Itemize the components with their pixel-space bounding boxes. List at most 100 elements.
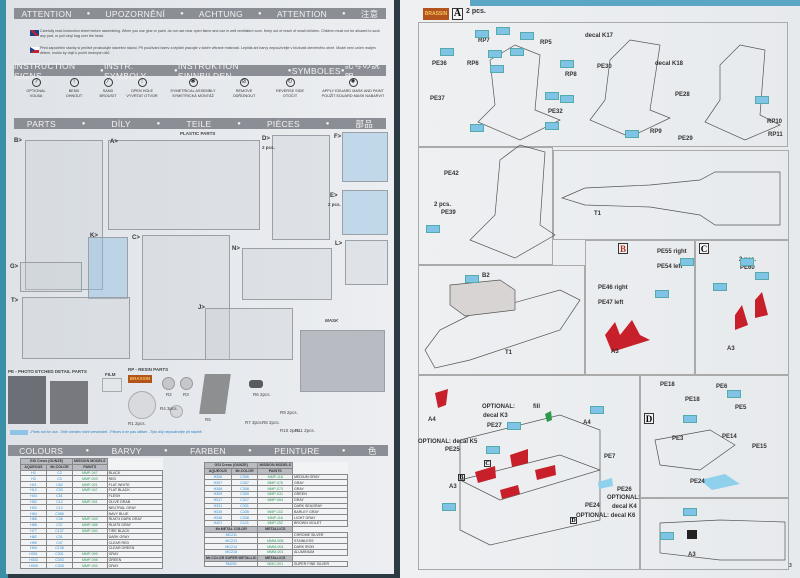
- resin-part-label: R9 2pcs.: [280, 410, 298, 415]
- bar-text: PEINTURE: [274, 445, 320, 456]
- paint-colour-chip: [490, 65, 504, 73]
- colour-cell-nm: GRAY: [106, 562, 163, 570]
- sign-icon: ⁄: [103, 78, 113, 87]
- colour-cell-mm: MMC-001: [257, 560, 294, 568]
- film-part: [102, 378, 122, 392]
- part-callout: PE47 left: [598, 300, 624, 306]
- resin-wheel-r3: [180, 377, 193, 390]
- instruction-signs-header-bar: INSTRUCTION SIGNS● INSTR. SYMBOLY● INSTR…: [14, 60, 386, 82]
- sprue-label-f: F>: [334, 134, 342, 140]
- part-callout: PE25: [445, 447, 460, 453]
- table-header-cell: METALLICS: [257, 554, 294, 562]
- table-header-cell: Mr.METAL COLOR: [203, 525, 259, 533]
- part-callout: decal K17: [585, 33, 614, 39]
- attention-header-bar: ATTENTION● UPOZORNĚNÍ● ACHTUNG● ATTENTIO…: [14, 8, 386, 19]
- part-callout: RP7: [478, 38, 490, 44]
- part-callout: A3: [611, 349, 619, 355]
- bar-text: COLOURS: [19, 445, 64, 456]
- part-callout: RP6: [467, 61, 479, 67]
- colour-cell-wide: SM201: [203, 560, 259, 568]
- sprue-n: [242, 248, 332, 300]
- part-callout: PE55 right: [657, 249, 687, 255]
- not-for-use-text: -Parts not for use. -Teile werden nicht …: [30, 430, 203, 434]
- ref-marker-b: B: [458, 474, 465, 481]
- sprue-t: [22, 297, 130, 359]
- part-callout: RP8: [565, 72, 577, 78]
- sprue-e: [342, 190, 388, 235]
- colours-header-bar: COLOURS● BARVY● FARBEN● PEINTURE● 色: [8, 445, 388, 456]
- sign-label-cz: OHNOUT: [65, 93, 83, 98]
- sprue-g: [20, 262, 82, 292]
- paint-colour-chip: [496, 27, 510, 35]
- table-header-cell: Mr.COLOR SUPER METALLIC: [203, 554, 259, 562]
- part-callout: fill: [533, 404, 540, 410]
- brassin-logo: BRASSIN: [128, 375, 152, 383]
- step-a-qty: 2 pcs.: [466, 8, 486, 15]
- sign-label: OPEN HOLE: [130, 89, 154, 93]
- bar-text: 注意: [360, 8, 379, 19]
- bar-text: PIÈCES: [266, 118, 300, 129]
- sign-icon: ↻: [285, 78, 295, 87]
- parts-header-bar: PARTS● DÍLY● TEILE● PIÈCES● 部品: [14, 118, 386, 129]
- part-callout: OPTIONAL:: [482, 404, 515, 410]
- sign-icon: ↑: [69, 78, 79, 87]
- part-callout: PE46 right: [598, 285, 628, 291]
- paint-colour-chip: [520, 32, 534, 40]
- part-callout: PE60: [740, 265, 755, 271]
- part-callout: RP10: [767, 119, 783, 125]
- step-d-marker: D: [644, 413, 654, 424]
- paint-colour-chip: [507, 422, 521, 430]
- colour-cell-aq: H305: [20, 562, 47, 570]
- bar-text: INSTR. SYMBOLY: [103, 60, 147, 81]
- part-callout: A3: [727, 346, 735, 352]
- bar-text: BARVY: [111, 445, 142, 456]
- paint-colour-chip: [486, 446, 500, 454]
- sign-icon: ✱: [188, 78, 198, 87]
- sprue-label-b: B>: [14, 138, 22, 144]
- sign-icon: ✹: [348, 78, 358, 87]
- part-callout: A3: [449, 484, 457, 490]
- resin-part-label: R6 2pcs.: [253, 392, 271, 397]
- colour-cell-mr: C37: [46, 521, 73, 529]
- paint-colour-chip: [470, 124, 484, 132]
- part-callout: PE15: [752, 444, 767, 450]
- part-callout: PE6: [716, 384, 728, 390]
- part-callout: OPTIONAL:: [607, 495, 640, 501]
- step-b-frame: [585, 240, 695, 375]
- resin-part-label: R7 3pcs.: [245, 420, 263, 425]
- background-edge: [0, 0, 8, 578]
- panel-frame: [640, 498, 789, 570]
- colour-cell-nm: SUPER FINE SILVER: [292, 560, 349, 568]
- sign-icon: ?: [31, 78, 41, 87]
- page-number: 3: [789, 563, 792, 569]
- film-label: FILM: [105, 372, 116, 377]
- paint-colour-chip: [465, 275, 479, 283]
- colour-cell-nm: RLM74 DARK GRAY: [106, 515, 163, 523]
- sprue-label-n: N>: [232, 246, 240, 252]
- sign-label: SAND: [102, 89, 114, 93]
- colour-cell-mr: C338: [230, 514, 259, 521]
- uk-flag-icon: [30, 30, 39, 36]
- bar-text: UPOZORNĚNÍ: [105, 8, 166, 19]
- part-callout: PE18: [660, 382, 675, 388]
- part-callout: PE36: [432, 61, 447, 67]
- paint-colour-chip: [660, 532, 674, 540]
- sprue-l: [345, 240, 388, 285]
- resin-part-label: R5: [205, 417, 211, 422]
- paint-colour-chip: [510, 48, 524, 56]
- sprue-d-qty: 2 pcs.: [262, 145, 275, 150]
- colour-cell-nm: CLEAR GREEN: [106, 544, 163, 552]
- ref-marker-c: C: [484, 460, 491, 467]
- sign-label-cz: OTOČIT: [282, 93, 298, 98]
- mask-logo: MASK: [325, 318, 339, 323]
- part-callout: T1: [594, 211, 602, 217]
- sprue-label-c: C>: [132, 235, 140, 241]
